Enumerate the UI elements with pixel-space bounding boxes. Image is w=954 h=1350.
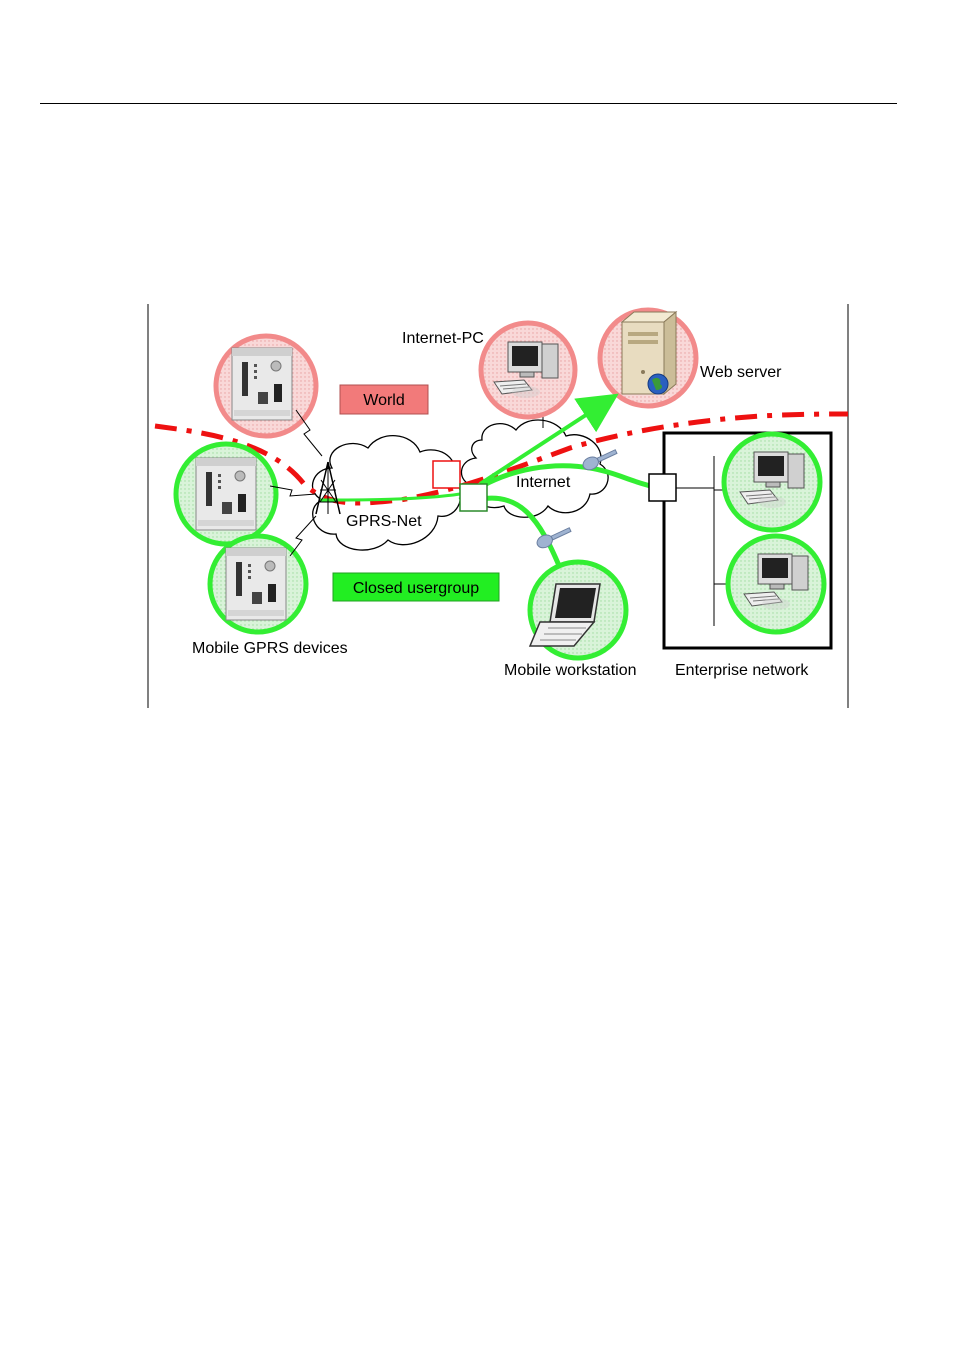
web-server-label: Web server bbox=[700, 364, 782, 381]
mobile-gprs-devices-label: Mobile GPRS devices bbox=[192, 640, 348, 657]
world-label: World bbox=[363, 392, 405, 409]
gprs-router-icon bbox=[232, 348, 292, 420]
mobile-workstation-label: Mobile workstation bbox=[504, 662, 637, 679]
web-server-icon bbox=[622, 312, 676, 394]
firewall-public bbox=[433, 461, 460, 488]
internet-label: Internet bbox=[516, 474, 571, 491]
enterprise-network-label: Enterprise network bbox=[675, 662, 809, 679]
closed-usergroup-label: Closed usergroup bbox=[353, 580, 479, 597]
internet-pc-label: Internet-PC bbox=[402, 330, 484, 347]
gprs-router-icon bbox=[196, 458, 256, 530]
firewall-closed bbox=[460, 484, 487, 511]
gprs-net-label: GPRS-Net bbox=[346, 513, 422, 530]
enterprise-gateway bbox=[649, 474, 676, 501]
gprs-router-icon bbox=[226, 548, 286, 620]
